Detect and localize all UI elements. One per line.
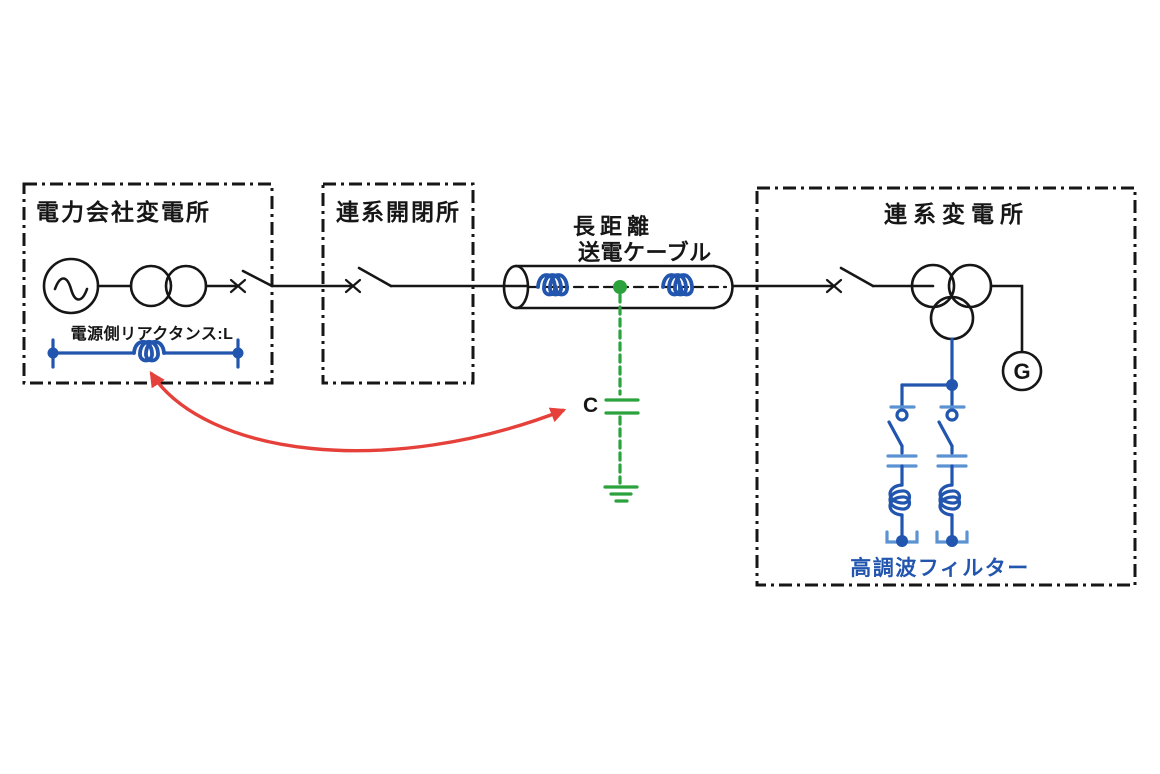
cable-inductance-coil-icon bbox=[536, 273, 569, 297]
utility-substation-title: 電力会社変電所 bbox=[36, 199, 211, 225]
cable-inductance-coil-icon bbox=[661, 273, 694, 297]
three-winding-transformer-icon bbox=[910, 263, 993, 341]
two-winding-transformer-icon bbox=[129, 264, 208, 308]
cable-shunt-capacitance: C bbox=[583, 280, 640, 503]
switch-blade bbox=[937, 420, 954, 448]
source-reactance: 電源側リアクタンス:L bbox=[47, 324, 244, 369]
x-mark bbox=[229, 278, 247, 294]
generator-icon: G bbox=[1001, 350, 1043, 392]
terminal-dot bbox=[232, 347, 244, 359]
ground-icon bbox=[603, 485, 639, 503]
disconnect-switch-icon bbox=[229, 269, 274, 294]
switch-blade bbox=[839, 266, 875, 288]
utility-substation-border bbox=[22, 182, 274, 385]
terminal-dot bbox=[946, 535, 958, 547]
switch-blade bbox=[887, 420, 904, 448]
reactor-coil-icon bbox=[938, 483, 962, 517]
x-mark bbox=[344, 278, 362, 294]
harmonic-filter: 高調波フィルター bbox=[850, 337, 1030, 580]
switch-hinge bbox=[895, 408, 909, 422]
terminal-dot bbox=[896, 535, 908, 547]
interconnection-substation-title: 連系変電所 bbox=[884, 201, 1029, 227]
cable-title-line1: 長距離 bbox=[573, 214, 654, 239]
interconnection-substation-box: 連系変電所 G bbox=[755, 186, 1137, 587]
capacitor-icon bbox=[604, 398, 640, 415]
ac-source-icon bbox=[42, 257, 100, 315]
disconnect-switch-icon bbox=[825, 266, 875, 294]
transmission-cable: 長距離 送電ケーブル bbox=[502, 214, 734, 310]
harmonic-filter-label: 高調波フィルター bbox=[850, 556, 1030, 580]
tap-node-dot bbox=[613, 280, 627, 294]
interconnection-switchyard-title: 連系開閉所 bbox=[336, 199, 461, 225]
source-reactance-label: 電源側リアクタンス:L bbox=[71, 324, 234, 343]
utility-substation-box: 電力会社変電所 電源側リアクタンス:L bbox=[22, 182, 274, 385]
switch-blade bbox=[241, 269, 274, 288]
switch-hinge bbox=[945, 408, 959, 422]
filter-branch bbox=[885, 383, 919, 547]
cable-cylinder-icon bbox=[502, 264, 734, 310]
interconnection-switchyard-box: 連系開閉所 bbox=[321, 182, 475, 385]
x-mark bbox=[825, 278, 843, 294]
interconnection-substation-border bbox=[755, 186, 1137, 587]
terminal-dot bbox=[47, 347, 59, 359]
cable-title-line2: 送電ケーブル bbox=[578, 240, 712, 265]
reactor-coil-icon bbox=[132, 339, 166, 363]
disconnect-switch-icon bbox=[344, 266, 393, 294]
switch-blade bbox=[357, 266, 393, 288]
lc-resonance-arrow bbox=[149, 371, 567, 453]
generator-label: G bbox=[1013, 359, 1030, 384]
reactor-coil-icon bbox=[888, 483, 912, 517]
generator-wire bbox=[989, 284, 1024, 354]
capacitance-label: C bbox=[583, 394, 598, 417]
filter-branch bbox=[935, 383, 969, 547]
